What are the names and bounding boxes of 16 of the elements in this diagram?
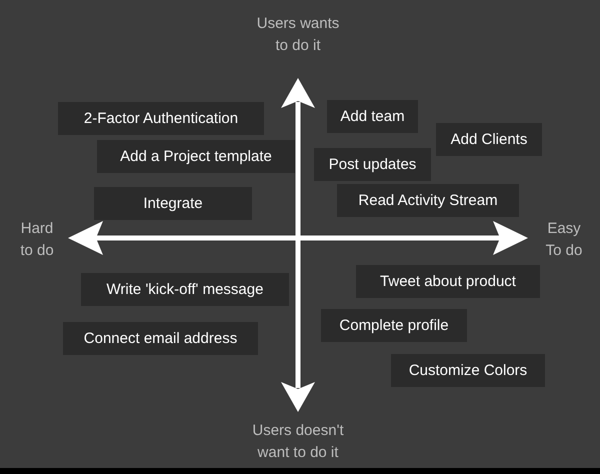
- axis-end-label: Users wants to do it: [256, 14, 340, 56]
- axis-end-label: Easy To do: [544, 219, 584, 261]
- feature-label-box: Tweet about product: [356, 265, 540, 298]
- feature-label-box: Post updates: [314, 148, 431, 181]
- feature-label-box: Add a Project template: [97, 140, 295, 173]
- feature-label-box: Connect email address: [63, 322, 258, 355]
- axis-end-label: Hard to do: [19, 219, 55, 261]
- feature-label-box: Add Clients: [436, 123, 542, 156]
- feature-label-box: Customize Colors: [391, 354, 545, 387]
- feature-label-box: Read Activity Stream: [337, 184, 519, 217]
- feature-label-box: Write 'kick-off' message: [81, 273, 289, 306]
- feature-label-box: 2-Factor Authentication: [58, 102, 264, 135]
- axis-end-label: Users doesn't want to do it: [251, 421, 345, 463]
- feature-label-box: Complete profile: [321, 309, 467, 342]
- feature-label-box: Integrate: [94, 187, 252, 220]
- feature-label-box: Add team: [327, 100, 418, 133]
